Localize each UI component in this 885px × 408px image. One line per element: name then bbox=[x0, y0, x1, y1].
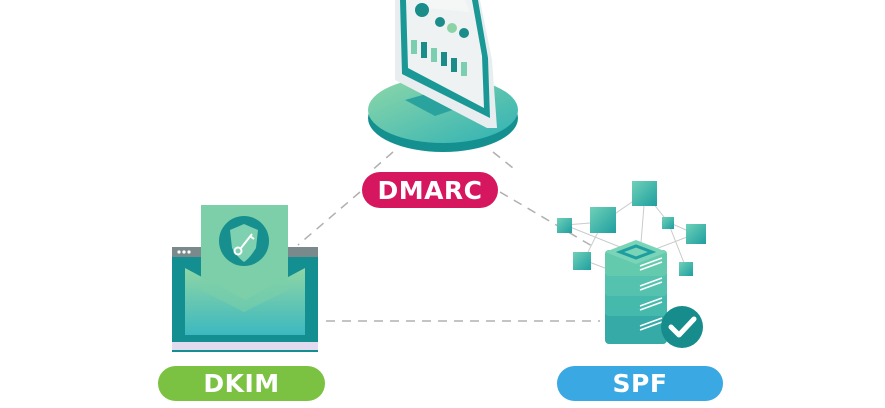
connector-lines bbox=[297, 151, 600, 322]
connector-dmarc-dkim bbox=[297, 191, 361, 246]
monitor-dashboard-icon bbox=[368, 0, 518, 152]
check-badge-icon bbox=[661, 306, 703, 348]
connector-dmarc-spf bbox=[499, 191, 593, 247]
server-stack bbox=[605, 240, 667, 344]
dkim-label: DKIM bbox=[158, 366, 325, 401]
dmarc-label: DMARC bbox=[362, 172, 498, 208]
server-network-check-icon bbox=[557, 181, 706, 348]
envelope-shield-key-icon bbox=[172, 205, 318, 352]
spf-label: SPF bbox=[557, 366, 723, 401]
